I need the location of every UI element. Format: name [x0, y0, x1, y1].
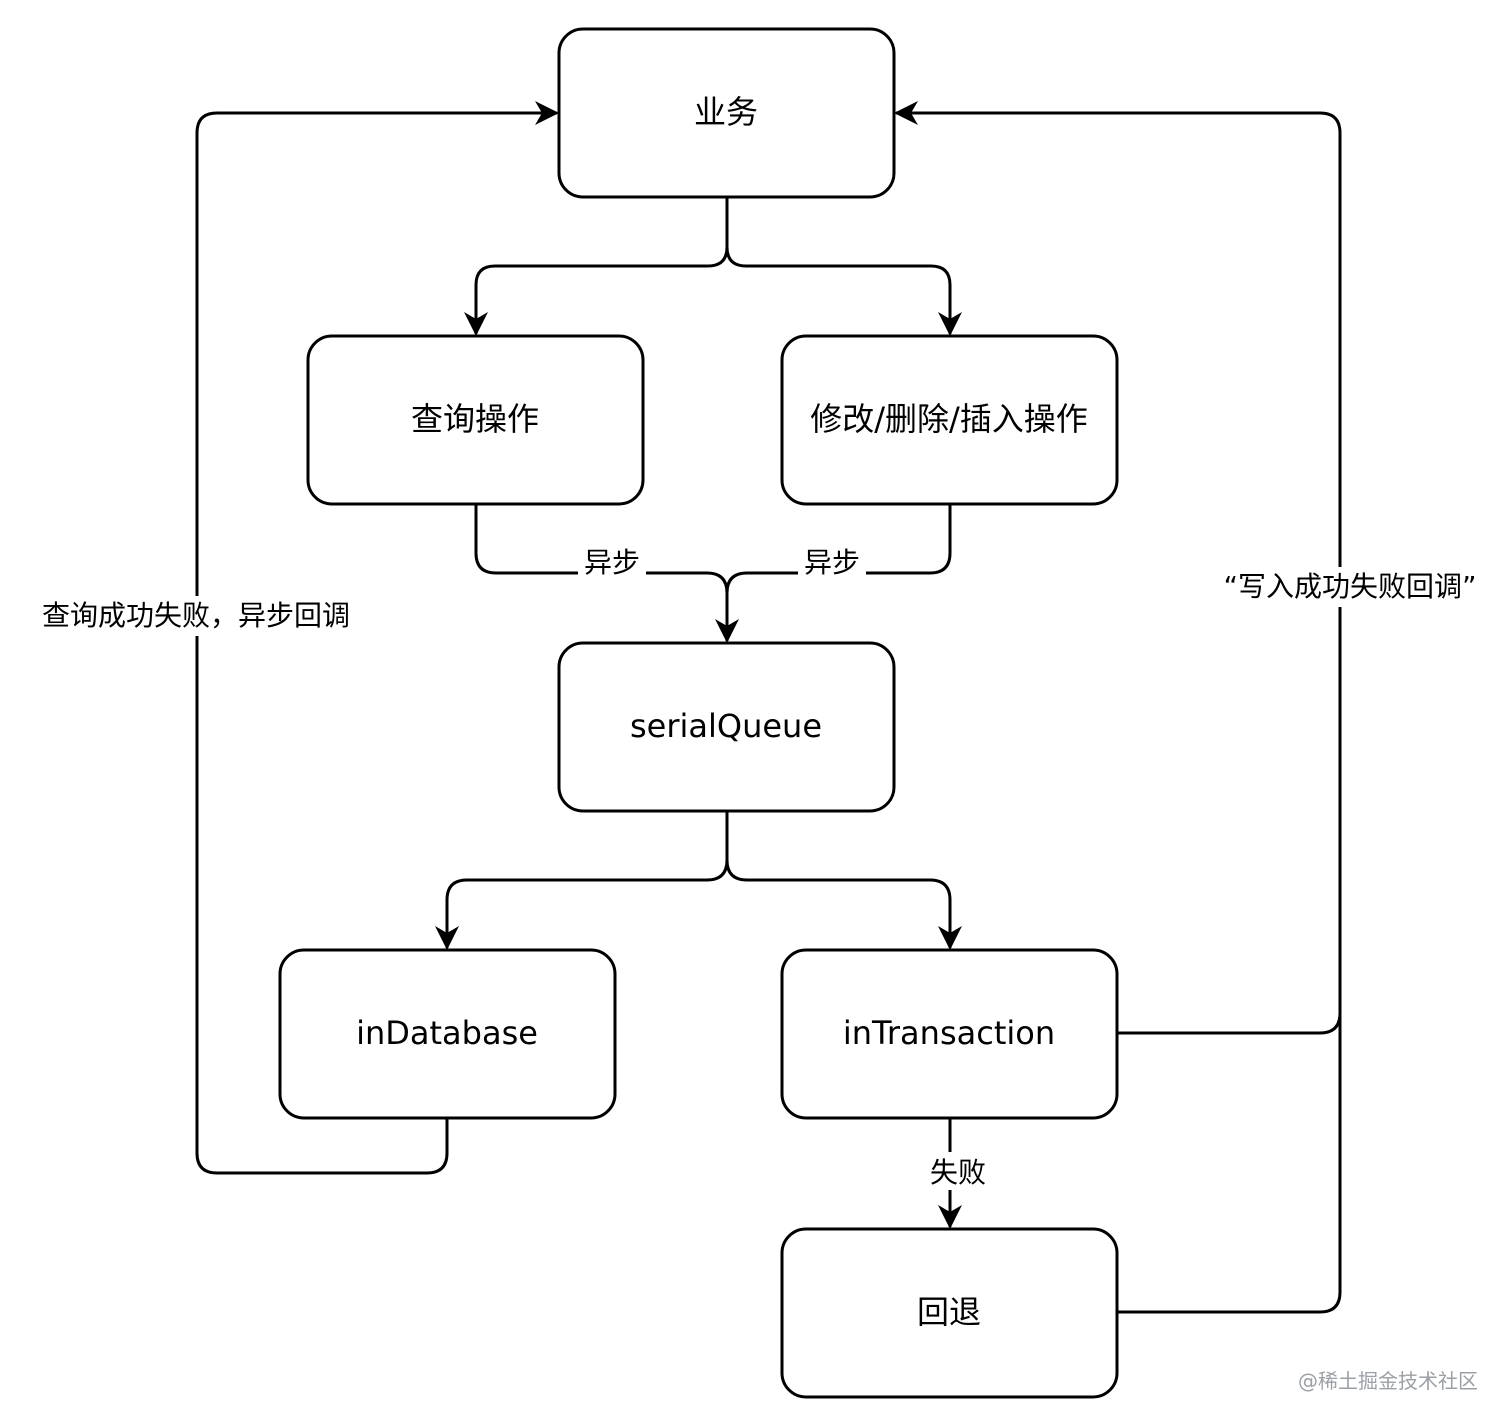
- edge-rollback-callback: [1117, 1013, 1342, 1314]
- svg-text:inDatabase: inDatabase: [356, 1014, 538, 1052]
- svg-text:serialQueue: serialQueue: [630, 707, 822, 745]
- edge-indatabase-callback: [195, 101, 559, 1175]
- svg-text:业务: 业务: [694, 93, 758, 131]
- label-fail: 失败: [924, 1152, 992, 1190]
- node-in-database: inDatabase: [278, 948, 617, 1120]
- svg-text:异步: 异步: [584, 546, 640, 579]
- node-query: 查询操作: [306, 334, 645, 506]
- svg-text:inTransaction: inTransaction: [843, 1014, 1055, 1052]
- node-modify: 修改/删除/插入操作: [780, 334, 1119, 506]
- label-left-callback: 查询成功失败，异步回调: [26, 596, 368, 636]
- label-right-callback: “写入成功失败回调”: [1212, 567, 1492, 607]
- watermark: @稀土掘金技术社区: [1298, 1369, 1478, 1393]
- svg-text:回退: 回退: [917, 1293, 981, 1331]
- node-in-transaction: inTransaction: [780, 948, 1119, 1120]
- svg-text:异步: 异步: [804, 546, 860, 579]
- edge-business-to-modify: [725, 246, 962, 336]
- node-serial-queue: serialQueue: [557, 641, 896, 813]
- svg-text:查询操作: 查询操作: [411, 400, 539, 438]
- svg-text:修改/删除/插入操作: 修改/删除/插入操作: [810, 400, 1088, 438]
- node-rollback: 回退: [780, 1227, 1119, 1399]
- label-query-async: 异步: [578, 544, 646, 580]
- edge-modify-to-serial: [725, 504, 952, 594]
- edge-serial-to-indatabase: [435, 810, 729, 950]
- svg-text:“写入成功失败回调”: “写入成功失败回调”: [1223, 570, 1476, 603]
- node-business: 业务: [557, 27, 896, 199]
- edge-serial-to-intransaction: [725, 859, 962, 950]
- svg-text:查询成功失败，异步回调: 查询成功失败，异步回调: [42, 599, 350, 632]
- svg-text:失败: 失败: [930, 1156, 986, 1189]
- edge-business-to-query: [464, 197, 729, 336]
- label-modify-async: 异步: [798, 544, 866, 580]
